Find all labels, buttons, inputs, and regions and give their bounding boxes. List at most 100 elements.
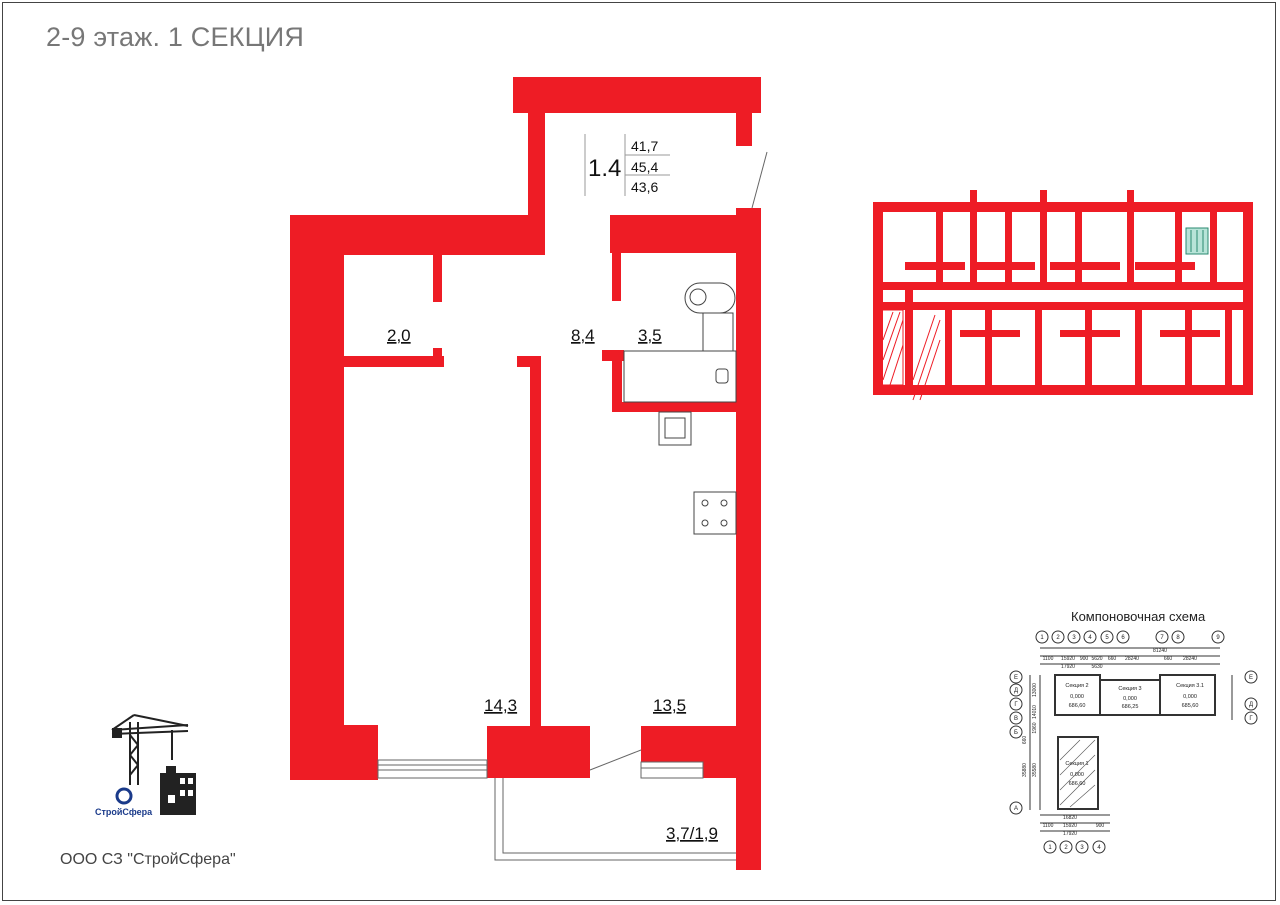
- axis-top-2: 2: [1056, 635, 1060, 641]
- dim-top-4: 5620: [1091, 656, 1102, 662]
- burner-3: [701, 519, 709, 527]
- washbasin-drain: [689, 288, 707, 306]
- axis-bottom-1: 1: [1048, 845, 1052, 851]
- wall-bottom-right: [641, 726, 706, 762]
- dim-left-1: 13000: [1032, 683, 1038, 697]
- section-3-mark: 686,25: [1122, 704, 1139, 710]
- wall-toilet-bottom: [612, 402, 736, 412]
- axis-top-4: 4: [1088, 635, 1092, 641]
- scheme-title: Компоновочная схема: [1071, 609, 1206, 624]
- area-bedroom: 14,3: [484, 696, 517, 715]
- dim-left-2: 14010: [1032, 705, 1038, 719]
- stove: [693, 491, 737, 535]
- logo-brand: СтройСфера: [95, 807, 153, 817]
- layout-scheme: 1 2 3 4 5 6 7 8 9 1 2 3 4 Е Д Г В Б А Е …: [1009, 630, 1258, 854]
- windows: [377, 151, 768, 861]
- wall-bath-bottom: [344, 356, 444, 367]
- area-balcony: 3,7/1,9: [666, 824, 718, 843]
- section-1-level: 0,000: [1070, 772, 1084, 778]
- dim-top-6: 28240: [1125, 656, 1139, 662]
- kitchen-sink: [658, 411, 692, 446]
- axis-right-e: Е: [1249, 675, 1253, 681]
- axis-bottom-4: 4: [1097, 845, 1101, 851]
- dim-bottom-2: 1100: [1043, 823, 1054, 829]
- floor-key-plan: [873, 190, 1253, 401]
- area-kitchen-living: 13,5: [653, 696, 686, 715]
- section-3-name: Секция 3: [1118, 686, 1141, 692]
- dim-top-1: 1100: [1043, 656, 1054, 662]
- area-total-3: 43,6: [631, 179, 658, 195]
- dim-top-9: 17920: [1061, 664, 1075, 670]
- wall-stub-2: [612, 253, 621, 301]
- area-total-1: 41,7: [631, 138, 658, 154]
- dim-top-total: 81240: [1153, 648, 1167, 654]
- dim-top-2: 15920: [1061, 656, 1075, 662]
- area-hall: 8,4: [571, 326, 595, 345]
- dim-left-3: 1960: [1032, 722, 1038, 733]
- axis-top-6: 6: [1121, 635, 1125, 641]
- axis-top-3: 3: [1072, 635, 1076, 641]
- axis-left-e: Е: [1014, 675, 1018, 681]
- page-title: 2-9 этаж. 1 СЕКЦИЯ: [46, 22, 305, 52]
- company-name: ООО СЗ "СтройСфера": [60, 851, 236, 868]
- dim-bottom-4: 900: [1096, 823, 1105, 829]
- dim-top-3: 900: [1080, 656, 1089, 662]
- apartment-walls: [290, 77, 761, 870]
- wall-bottom-left: [290, 725, 378, 780]
- dim-left-5: 35580: [1032, 763, 1038, 777]
- axis-top-5: 5: [1105, 635, 1109, 641]
- area-bathroom: 2,0: [387, 326, 411, 345]
- axis-left-d: Д: [1014, 688, 1018, 694]
- section-2-level: 0,000: [1070, 694, 1084, 700]
- axis-right-d: Д: [1249, 702, 1253, 708]
- axis-left-a: А: [1014, 806, 1018, 812]
- dim-bottom-5: 17920: [1063, 831, 1077, 837]
- balcony-door: [589, 749, 642, 771]
- wall-toilet-left: [612, 350, 622, 412]
- dim-bottom-3: 15920: [1063, 823, 1077, 829]
- section-31-level: 0,000: [1183, 694, 1197, 700]
- crane-icon: [111, 714, 189, 785]
- area-total-2: 45,4: [631, 159, 658, 175]
- balcony-rail-inner: [502, 778, 736, 854]
- window-bedroom: [377, 759, 488, 779]
- crane-counterweight: [112, 728, 122, 738]
- kitchen-sink-bowl: [664, 417, 686, 439]
- axis-top-9: 9: [1216, 635, 1220, 641]
- burner-2: [720, 499, 728, 507]
- wall-upper-right: [610, 215, 760, 253]
- bathtub-drain: [715, 368, 729, 384]
- building-windows: [168, 778, 193, 803]
- axis-left-b: Б: [1014, 730, 1018, 736]
- wall-divider-top: [517, 356, 541, 367]
- wall-bottom-corner: [703, 726, 761, 778]
- section-1-mark: 686,60: [1069, 781, 1086, 787]
- wall-top: [513, 77, 761, 113]
- washbasin: [684, 282, 736, 314]
- wall-stub-1: [433, 255, 442, 302]
- section-1-name: Секция 1: [1065, 761, 1088, 767]
- burner-1: [701, 499, 709, 507]
- dim-top-10: 5630: [1091, 664, 1102, 670]
- toilet-tank: [702, 312, 734, 352]
- company-logo: СтройСфера: [95, 714, 196, 817]
- dim-top-5: 660: [1108, 656, 1117, 662]
- area-toilet: 3,5: [638, 326, 662, 345]
- dim-left-4: 35880: [1022, 763, 1028, 777]
- window-kitchen: [640, 761, 704, 779]
- balcony-rail-outer: [494, 778, 736, 861]
- axis-bottom-2: 2: [1064, 845, 1068, 851]
- entry-door: [751, 151, 768, 209]
- axis-right-g: Г: [1249, 716, 1253, 722]
- axis-bottom-3: 3: [1080, 845, 1084, 851]
- burner-4: [720, 519, 728, 527]
- section-2-mark: 686,60: [1069, 703, 1086, 709]
- wall-bath-door: [433, 348, 442, 356]
- dim-bottom-1: 16820: [1063, 815, 1077, 821]
- apartment-code: 1.4: [588, 155, 621, 182]
- axis-top-7: 7: [1160, 635, 1164, 641]
- wall-entry-right: [736, 113, 752, 146]
- bathtub: [623, 350, 737, 403]
